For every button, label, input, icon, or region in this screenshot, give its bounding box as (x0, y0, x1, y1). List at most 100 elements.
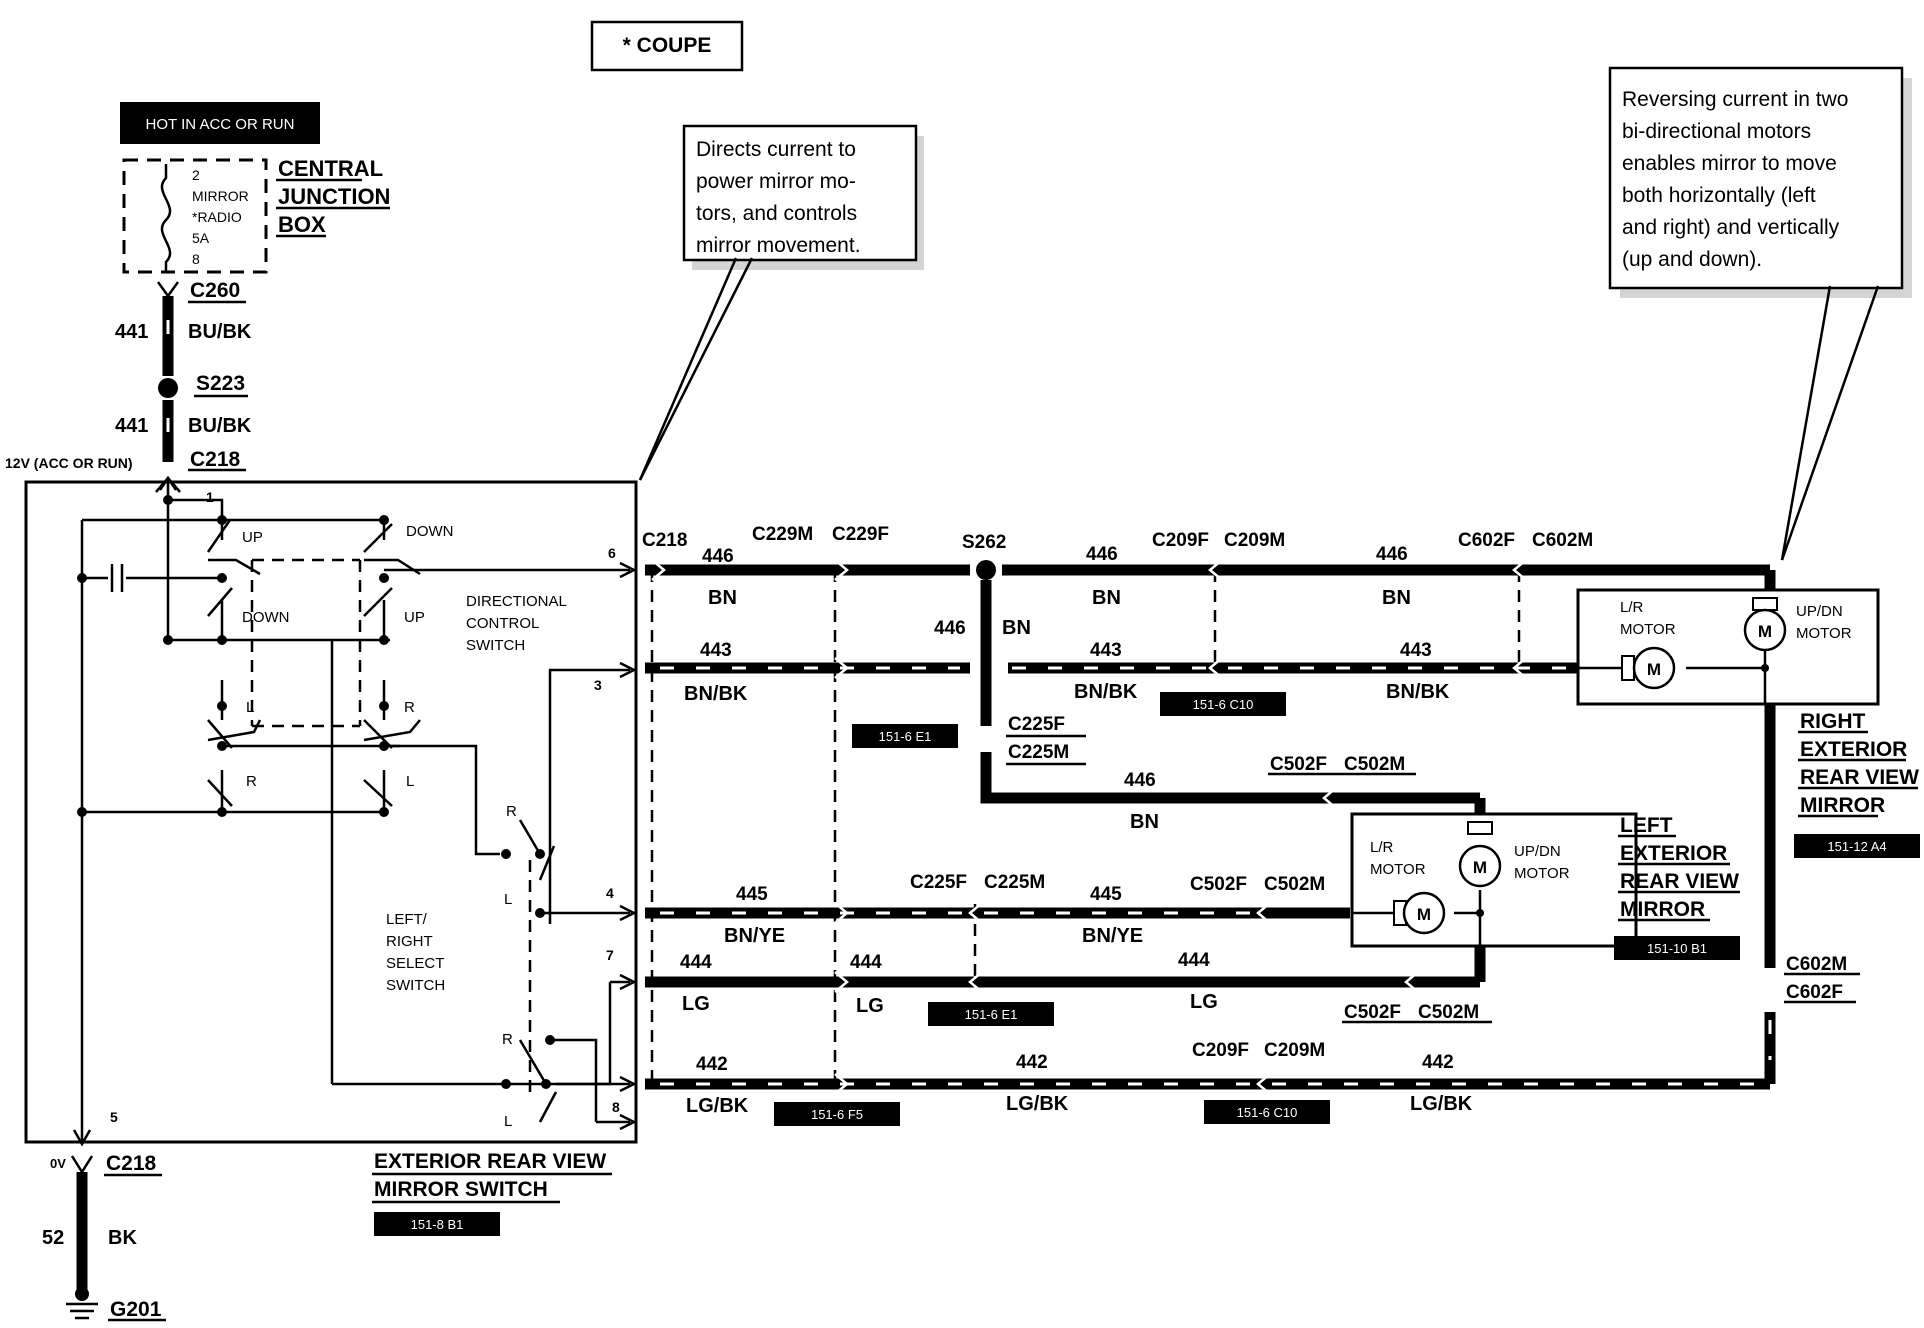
supply-12v-label: 12V (ACC OR RUN) (5, 455, 133, 471)
directional-label-1: DIRECTIONAL (466, 593, 567, 610)
right-lr-motor-icon (1632, 646, 1676, 690)
right-mirror-name-2: EXTERIOR (1800, 738, 1907, 761)
contact-up-right: UP (404, 609, 425, 626)
coupe-legend-text: * COUPE (623, 34, 712, 57)
cjb-label-1: CENTRAL (278, 156, 383, 181)
select-label-3: SELECT (386, 955, 444, 972)
motor-note-line-5: and right) and vertically (1622, 216, 1840, 239)
power-feed: HOT IN ACC OR RUN 2 MIRROR *RADIO 5A 8 C… (5, 102, 390, 493)
right-mirror-ref: 151-12 A4 (1827, 839, 1886, 854)
right-lr-label-2: MOTOR (1620, 621, 1676, 638)
ref-badge-c10-a: 151-6 C10 (1160, 692, 1286, 716)
svg-text:151-6 F5: 151-6 F5 (811, 1107, 863, 1122)
svg-text:M: M (1647, 660, 1661, 679)
lgbk-b: LG/BK (1006, 1093, 1069, 1115)
c229f-label: C229F (832, 524, 889, 545)
c502f-label-upper: C502F (1270, 754, 1327, 775)
motor-note-line-4: both horizontally (left (1622, 184, 1816, 207)
switch-ref-badge: 151-8 B1 (374, 1212, 500, 1236)
svg-text:M: M (1417, 905, 1431, 924)
cjb-label-2: JUNCTION (278, 184, 390, 209)
right-updn-motor-icon (1743, 608, 1787, 652)
switch-note-line-4: mirror movement. (696, 234, 861, 257)
c225f-label-vert: C225F (1008, 714, 1065, 735)
ref-badge-e1-a: 151-6 E1 (852, 724, 958, 748)
ground-c218-label: C218 (106, 1152, 157, 1175)
c602f-right-label: C602F (1786, 982, 1843, 1003)
n443-c: 443 (1400, 640, 1432, 661)
right-lr-label-1: L/R (1620, 599, 1644, 616)
directional-label-3: SWITCH (466, 637, 525, 654)
c502m-label-upper: C502M (1344, 754, 1405, 775)
switch-note-line-1: Directs current to (696, 138, 856, 161)
select-l-top: L (504, 891, 512, 908)
ref-badge-c10-b: 151-6 C10 (1204, 1100, 1330, 1124)
mirror-switch-outline (24, 480, 638, 1144)
c218-harness-label: C218 (642, 530, 687, 551)
c209f-label-bottom: C209F (1192, 1040, 1249, 1061)
lgbk-a: LG/BK (686, 1095, 749, 1117)
n444-a: 444 (680, 952, 712, 973)
c209m-label-bottom: C209M (1264, 1040, 1325, 1061)
ground-circuit: 0V C218 52 BK G201 (42, 1152, 166, 1322)
c209f-label-top: C209F (1152, 530, 1209, 551)
bn-c: BN (1382, 587, 1411, 609)
wire-446-left-mirror (980, 752, 1336, 804)
left-lr-motor-icon (1402, 891, 1446, 935)
ground-volt-label: 0V (50, 1156, 66, 1171)
circuit-441-lower: 441 (115, 415, 148, 437)
pin-1-label: 1 (206, 489, 214, 505)
n444-b: 444 (850, 952, 882, 973)
n443-b: 443 (1090, 640, 1122, 661)
central-junction-box-outline (122, 158, 268, 274)
pin-8-label: 8 (612, 1099, 620, 1115)
pin-4-label: 4 (606, 885, 614, 901)
cjb-label-3: BOX (278, 212, 326, 237)
ground-icon (75, 1287, 89, 1301)
c225m-label: C225M (984, 872, 1045, 893)
select-r-top: R (506, 803, 517, 820)
n442-a: 442 (696, 1054, 728, 1075)
left-updn-label-2: MOTOR (1514, 865, 1570, 882)
svg-text:151-6 E1: 151-6 E1 (965, 1007, 1018, 1022)
lg-b: LG (856, 995, 884, 1017)
c502f-label-444: C502F (1344, 1002, 1401, 1023)
right-updn-label-2: MOTOR (1796, 625, 1852, 642)
svg-text:M: M (1758, 622, 1772, 641)
n443-a: 443 (700, 640, 732, 661)
c502f-label-445: C502F (1190, 874, 1247, 895)
svg-text:151-6 C10: 151-6 C10 (1237, 1105, 1298, 1120)
bn-drop: BN (1002, 617, 1031, 639)
c209m-label-top: C209M (1224, 530, 1285, 551)
bn-b: BN (1092, 587, 1121, 609)
n446-left-mirror: 446 (1124, 770, 1156, 791)
n442-b: 442 (1016, 1052, 1048, 1073)
bn-left-mirror: BN (1130, 811, 1159, 833)
hot-in-acc-label: HOT IN ACC OR RUN (146, 116, 295, 133)
lgbk-c: LG/BK (1410, 1093, 1473, 1115)
ref-badge-e1-b: 151-6 E1 (928, 1002, 1054, 1026)
switch-note-line-2: power mirror mo- (696, 170, 856, 193)
select-label-4: SWITCH (386, 977, 445, 994)
note-motor: Reversing current in two bi-directional … (1608, 66, 1912, 561)
contact-r-right: R (404, 699, 415, 716)
select-label-1: LEFT/ (386, 911, 428, 928)
left-lr-label-1: L/R (1370, 839, 1394, 856)
mirror-switch: 1 6 3 4 7 8 5 UP DOWN DOWN UP L R R L R … (24, 475, 638, 1236)
ground-color: BK (108, 1227, 137, 1249)
n442-c: 442 (1422, 1052, 1454, 1073)
n446-drop: 446 (934, 618, 966, 639)
left-mirror: M M L/R MOTOR UP/DN MOTOR LEFT EXTERIOR … (1350, 812, 1740, 960)
ref-badge-f5: 151-6 F5 (774, 1102, 900, 1126)
c225f-label: C225F (910, 872, 967, 893)
n446-a: 446 (702, 546, 734, 567)
select-l-bottom: L (504, 1113, 512, 1130)
bnbk-b: BN/BK (1074, 681, 1138, 703)
right-mirror-ref-badge: 151-12 A4 (1794, 834, 1920, 858)
right-mirror-outline (1576, 588, 1880, 706)
pin-7-label: 7 (606, 947, 614, 963)
left-mirror-name-4: MIRROR (1620, 898, 1705, 921)
svg-text:151-6 C10: 151-6 C10 (1193, 697, 1254, 712)
lg-c: LG (1190, 991, 1218, 1013)
